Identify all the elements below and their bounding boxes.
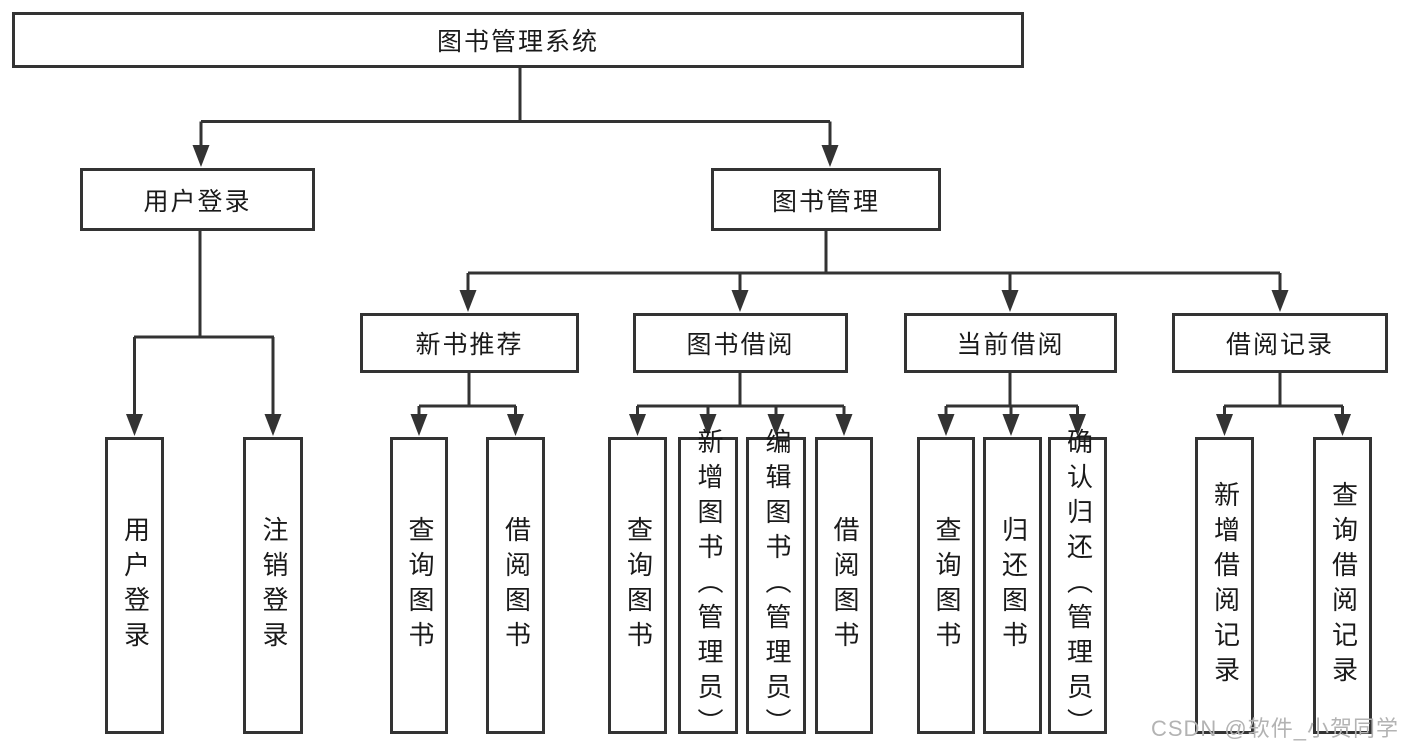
leaf-logout: 注销登录 <box>243 437 303 734</box>
leaf-label: 新增图书（管理员） <box>693 428 724 743</box>
node-current-borrow: 当前借阅 <box>904 313 1117 373</box>
leaf-borrow-books-recommend: 借阅图书 <box>486 437 545 734</box>
leaf-confirm-return-admin: 确认归还（管理员） <box>1048 428 1107 743</box>
leaf-add-books-admin: 新增图书（管理员） <box>678 428 738 743</box>
leaf-label: 查询借阅记录 <box>1328 480 1359 691</box>
leaf-query-borrow-record: 查询借阅记录 <box>1313 437 1372 734</box>
leaf-label: 查询图书 <box>931 515 962 656</box>
node-root: 图书管理系统 <box>12 12 1024 68</box>
node-user-login: 用户登录 <box>80 168 315 231</box>
leaf-borrow-books: 借阅图书 <box>815 437 873 734</box>
leaf-label: 新增借阅记录 <box>1210 480 1241 691</box>
node-borrow-records: 借阅记录 <box>1172 313 1388 373</box>
leaf-return-books: 归还图书 <box>983 437 1042 734</box>
leaf-label: 归还图书 <box>998 515 1029 656</box>
leaf-label: 编辑图书（管理员） <box>761 428 792 743</box>
leaf-label: 注销登录 <box>258 515 289 656</box>
leaf-user-login: 用户登录 <box>105 437 164 734</box>
leaf-query-books-borrow: 查询图书 <box>608 437 667 734</box>
node-book-management: 图书管理 <box>711 168 941 231</box>
leaf-label: 借阅图书 <box>829 515 860 656</box>
node-book-borrow: 图书借阅 <box>633 313 848 373</box>
leaf-query-books-recommend: 查询图书 <box>390 437 448 734</box>
leaf-label: 用户登录 <box>120 515 151 656</box>
csdn-watermark: CSDN @软件_小贺同学 <box>1150 716 1399 741</box>
leaf-label: 确认归还（管理员） <box>1063 428 1094 743</box>
leaf-edit-books-admin: 编辑图书（管理员） <box>746 428 806 743</box>
leaf-query-books-current: 查询图书 <box>917 437 975 734</box>
leaf-label: 查询图书 <box>404 515 435 656</box>
leaf-label: 查询图书 <box>623 515 654 656</box>
leaf-add-borrow-record: 新增借阅记录 <box>1195 437 1254 734</box>
node-new-book-recommend: 新书推荐 <box>360 313 579 373</box>
leaf-label: 借阅图书 <box>501 515 532 656</box>
